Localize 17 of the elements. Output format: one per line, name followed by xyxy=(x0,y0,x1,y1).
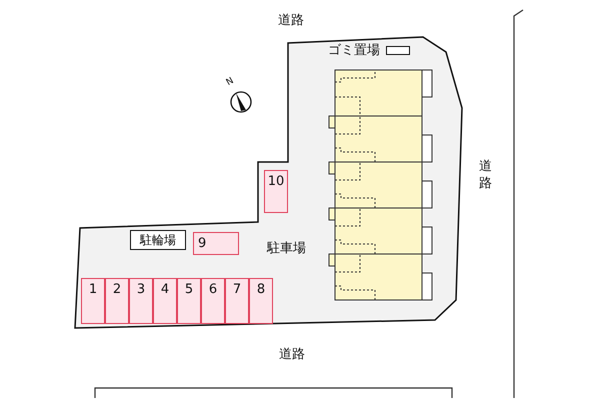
north-label: N xyxy=(225,76,236,88)
parking-space: 9 xyxy=(193,232,239,255)
parking-space: 2 xyxy=(105,278,129,324)
parking-space: 1 xyxy=(81,278,105,324)
parking-space: 4 xyxy=(153,278,177,324)
road-label: 道路 xyxy=(278,14,304,27)
area-label: 駐車場 xyxy=(267,242,306,255)
parking-space: 10 xyxy=(264,170,288,213)
area-label: ゴミ置場 xyxy=(328,44,380,57)
parking-space: 7 xyxy=(225,278,249,324)
bicycle-parking-box: 駐輪場 xyxy=(130,230,186,250)
road-label: 道路 xyxy=(479,158,493,192)
parking-space: 5 xyxy=(177,278,201,324)
road-label: 道路 xyxy=(279,348,305,361)
parking-space: 3 xyxy=(129,278,153,324)
parking-space: 6 xyxy=(201,278,225,324)
parking-space: 8 xyxy=(249,278,273,324)
